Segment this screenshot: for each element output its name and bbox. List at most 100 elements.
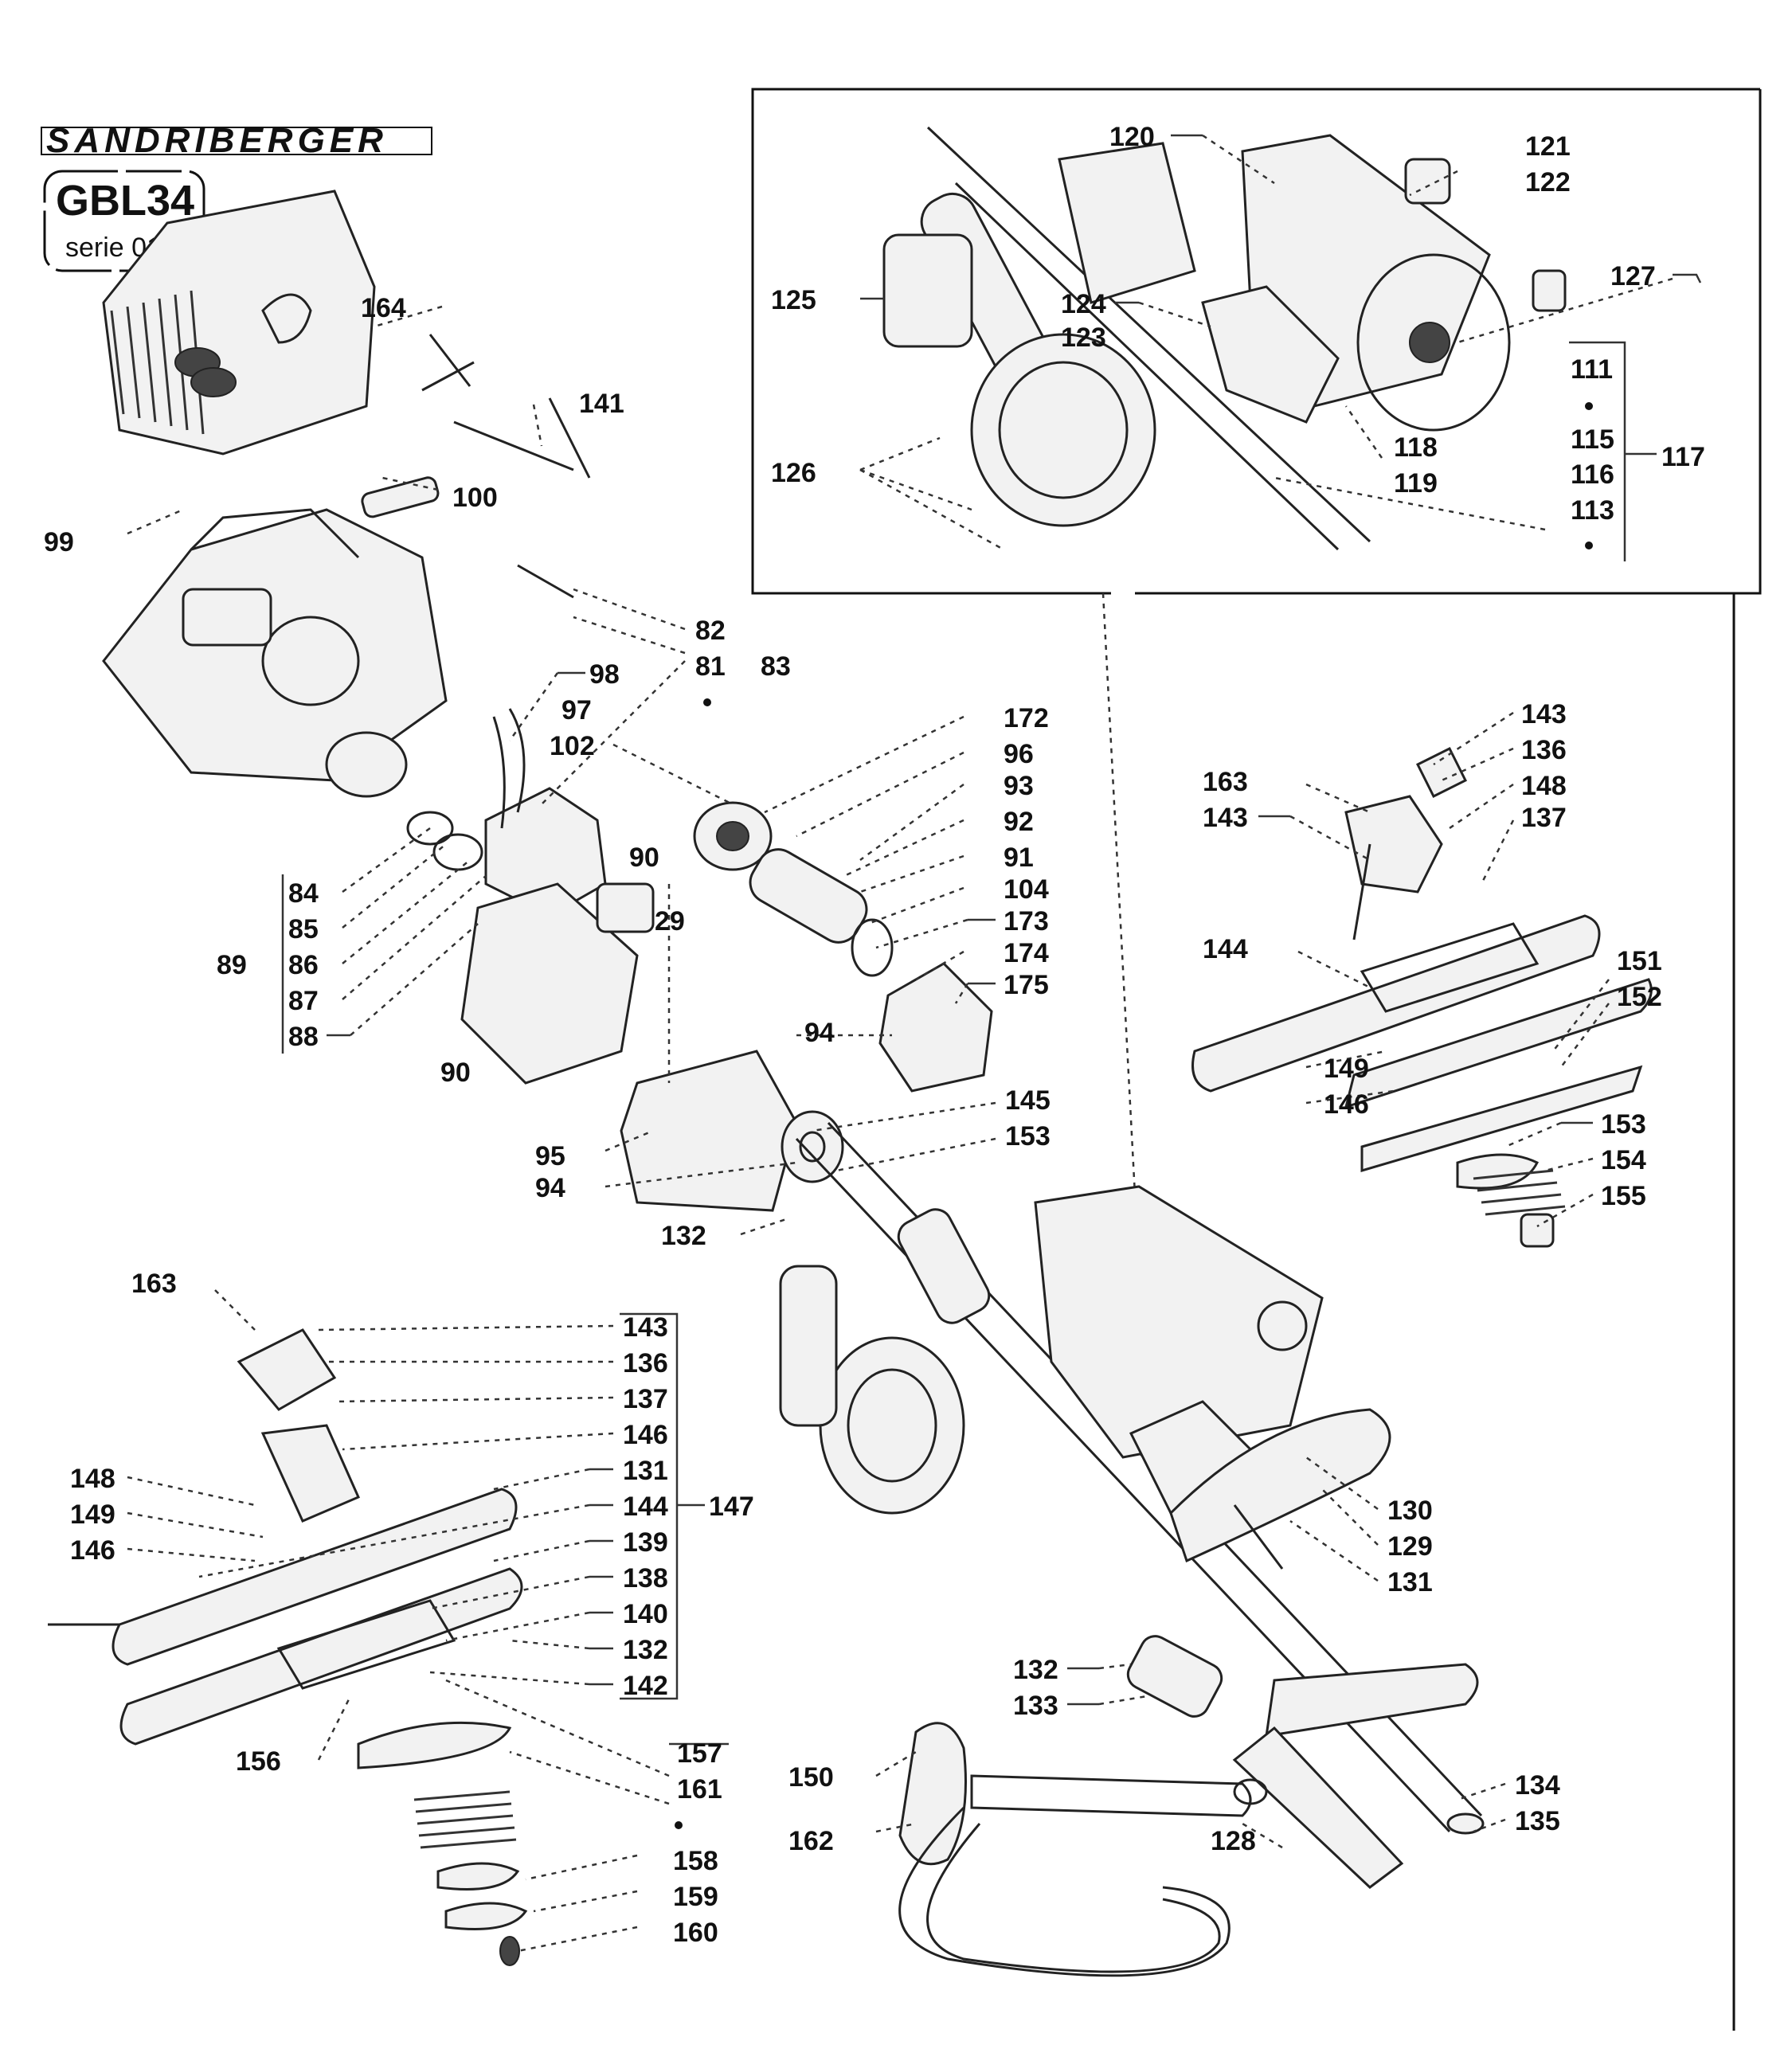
part-label: 136: [623, 1348, 668, 1378]
part-label: 174: [1004, 938, 1049, 968]
part-label: 172: [1004, 703, 1049, 733]
part-label: 132: [661, 1221, 706, 1251]
part-label: 130: [1387, 1496, 1433, 1526]
part-label: 149: [1324, 1054, 1369, 1084]
part-label: 95: [535, 1141, 565, 1171]
part-label: 131: [623, 1456, 668, 1486]
part-label: 91: [1004, 843, 1034, 873]
part-label: 151: [1617, 946, 1662, 976]
part-label: 135: [1515, 1806, 1560, 1836]
part-label: 144: [1203, 934, 1248, 964]
part-label: 147: [709, 1492, 754, 1522]
part-label: 142: [623, 1671, 668, 1701]
part-label: 126: [771, 458, 816, 488]
part-label: 132: [623, 1635, 668, 1665]
part-label: 94: [804, 1018, 835, 1048]
part-label: 97: [561, 695, 592, 725]
part-label: 121: [1525, 131, 1571, 162]
part-label: 89: [217, 950, 247, 980]
part-label: 90: [629, 843, 659, 873]
part-label: 87: [288, 986, 319, 1016]
part-label: 82: [695, 616, 726, 646]
parts-artwork: [48, 126, 1653, 1977]
part-label: 162: [788, 1826, 834, 1856]
part-labels: 120 121 122 125 124 123 127 111 115 116 …: [44, 122, 1705, 1948]
part-label: 83: [761, 651, 791, 682]
part-label: 146: [1324, 1089, 1369, 1120]
part-label: 152: [1617, 982, 1662, 1012]
part-label: 128: [1211, 1826, 1256, 1856]
part-label: 93: [1004, 771, 1034, 801]
part-label: 102: [550, 731, 595, 761]
part-label: 81: [695, 651, 726, 682]
part-label: 127: [1610, 261, 1656, 291]
part-label: 123: [1061, 323, 1106, 353]
part-label: 154: [1601, 1145, 1646, 1175]
part-label: 115: [1571, 424, 1614, 455]
part-label: 158: [673, 1846, 718, 1876]
part-label: 159: [673, 1882, 718, 1912]
part-label: 143: [1203, 803, 1248, 833]
part-label: 138: [623, 1563, 668, 1593]
part-label: 141: [579, 389, 624, 419]
part-label: 157: [677, 1738, 722, 1769]
part-label: 88: [288, 1022, 319, 1052]
part-label: 164: [361, 293, 406, 323]
part-label: 140: [623, 1599, 668, 1629]
inset-detail-frame: [751, 88, 1762, 2031]
part-label: 156: [236, 1746, 281, 1777]
part-label: 125: [771, 285, 816, 315]
part-label: 111: [1571, 354, 1613, 385]
part-label: 163: [1203, 767, 1248, 797]
part-label: 85: [288, 914, 319, 944]
part-label: 96: [1004, 739, 1034, 769]
part-label: 92: [1004, 807, 1034, 837]
part-label: 149: [70, 1500, 115, 1530]
bullet-markers: [675, 402, 1593, 1829]
leader-lines: [127, 134, 1702, 1953]
brand-logo: SANDRIBERGER: [46, 121, 388, 160]
part-label: 90: [440, 1058, 471, 1088]
part-label: 98: [589, 659, 620, 690]
part-label: 99: [44, 527, 74, 557]
part-label: 129: [1387, 1531, 1433, 1562]
part-label: 143: [1521, 699, 1567, 729]
part-label: 117: [1661, 442, 1705, 472]
part-label: 175: [1004, 970, 1049, 1000]
part-label: 137: [623, 1384, 668, 1414]
part-label: 94: [535, 1173, 565, 1203]
part-label: 100: [452, 483, 498, 513]
part-label: 148: [1521, 771, 1567, 801]
part-label: 160: [673, 1918, 718, 1948]
part-label: 137: [1521, 803, 1567, 833]
part-label: 144: [623, 1492, 668, 1522]
part-label: 163: [131, 1269, 177, 1299]
part-label: 139: [623, 1527, 668, 1558]
part-label: 133: [1013, 1691, 1058, 1721]
part-label: 146: [70, 1535, 115, 1566]
part-label: 150: [788, 1762, 834, 1793]
part-label: 148: [70, 1464, 115, 1494]
part-label: 134: [1515, 1770, 1560, 1801]
part-label: 122: [1525, 167, 1571, 197]
part-label: 104: [1004, 874, 1049, 905]
model-name: GBL34: [56, 177, 194, 225]
part-label: 153: [1005, 1121, 1051, 1152]
part-label: 161: [677, 1774, 722, 1805]
part-label: 143: [623, 1312, 668, 1343]
part-label: 145: [1005, 1085, 1051, 1116]
part-label: 118: [1394, 432, 1438, 463]
part-label: 136: [1521, 735, 1567, 765]
part-label: 124: [1061, 289, 1106, 319]
part-label: 155: [1601, 1181, 1646, 1211]
part-label: 153: [1601, 1109, 1646, 1140]
part-label: 116: [1571, 459, 1614, 490]
part-label: 119: [1394, 468, 1438, 499]
part-label: 146: [623, 1420, 668, 1450]
part-label: 173: [1004, 906, 1049, 936]
brand-header: SANDRIBERGER GBL34 serie 01: [41, 121, 432, 272]
part-label: 29: [655, 906, 685, 936]
part-label: 113: [1571, 495, 1614, 526]
part-label: 131: [1387, 1567, 1433, 1597]
